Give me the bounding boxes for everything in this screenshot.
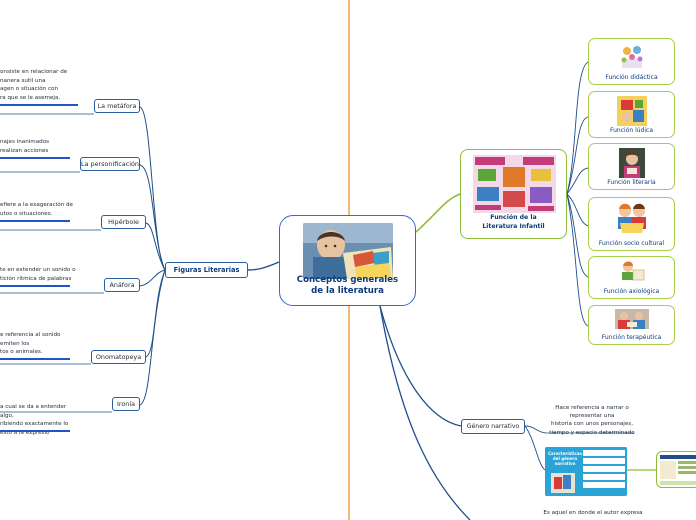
- genero-subnode-image[interactable]: [656, 451, 696, 488]
- desc-underline: [0, 430, 70, 432]
- link-ludica: [566, 116, 589, 195]
- link-metafora: [139, 106, 166, 271]
- link-genero-desc: [524, 425, 547, 434]
- genero-next-desc: Es aquel en donde el autor expresa: [543, 510, 643, 516]
- link-anafora: [139, 269, 166, 287]
- funcion-infographic-image: [473, 155, 556, 213]
- literaria-image: [618, 148, 645, 178]
- axiologica-image: [619, 260, 645, 282]
- desc-underline: [0, 285, 70, 287]
- link-center-funcion: [415, 193, 461, 233]
- literaria-label: Función literaria: [607, 179, 656, 186]
- sociocultural-image: [614, 201, 650, 235]
- sociocultural-label: Función socio cultural: [598, 240, 665, 247]
- desc-underline: [0, 358, 70, 360]
- node-onomatopeya[interactable]: Onomatopeya: [91, 350, 146, 364]
- child-reading-photo: [303, 223, 393, 279]
- link-center-figuras: [247, 261, 280, 271]
- desc-metafora: onsiste en relacionar de nanera sutil un…: [0, 69, 68, 101]
- desc-underline: [0, 104, 78, 106]
- node-ironia[interactable]: Ironía: [112, 397, 140, 411]
- link-center-genero: [379, 305, 462, 427]
- central-topic[interactable]: Conceptos generales de la literatura: [279, 215, 416, 306]
- node-funcion-sociocultural[interactable]: Función socio cultural: [588, 197, 675, 251]
- link-sociocultural: [566, 193, 589, 227]
- genero-narrativo-desc: Hace referencia a narrar o representar u…: [549, 405, 635, 436]
- link-axiologica: [566, 193, 589, 278]
- didactica-image: [618, 43, 646, 71]
- link-terapeutica: [566, 193, 589, 327]
- link-hiperbole: [145, 222, 166, 271]
- node-funcion-literatura[interactable]: Función de la Literatura Infantil: [460, 149, 567, 239]
- desc-ironia: a cual se da a entender algo, ribiendo e…: [0, 404, 69, 436]
- node-funcion-ludica[interactable]: Función lúdica: [588, 91, 675, 138]
- node-metafora[interactable]: La metáfora: [94, 99, 140, 113]
- ludica-label: Función lúdica: [610, 127, 653, 134]
- node-personificacion[interactable]: La personificación: [80, 157, 140, 171]
- desc-hiperbole: efiere a la exageración de utos o situac…: [0, 202, 73, 217]
- node-anafora[interactable]: Anáfora: [104, 278, 140, 292]
- node-funcion-axiologica[interactable]: Función axiológica: [588, 256, 675, 299]
- desc-underline: [0, 157, 70, 159]
- node-genero-narrativo[interactable]: Género narrativo: [461, 419, 525, 434]
- axiologica-label: Función axiológica: [603, 288, 660, 295]
- link-personificacion: [139, 164, 166, 271]
- didactica-label: Función didáctica: [605, 74, 658, 81]
- terapeutica-image: [614, 309, 649, 329]
- ludica-image: [616, 96, 647, 126]
- desc-personificacion: najes inanimados realizan acciones: [0, 139, 50, 154]
- link-didactica: [566, 61, 589, 195]
- funcion-title: Función de la Literatura Infantil: [482, 214, 545, 230]
- terapeutica-label: Función terapéutica: [601, 334, 662, 341]
- desc-underline: [0, 220, 70, 222]
- central-title: Conceptos generales de la literatura: [296, 275, 399, 296]
- node-funcion-terapeutica[interactable]: Función terapéutica: [588, 305, 675, 345]
- link-ironia: [139, 269, 166, 406]
- desc-anafora: te en extender un sonido o tición rítmic…: [0, 267, 76, 282]
- desc-onomatopeya: e referencia al sonido emiten los tos o …: [0, 332, 61, 356]
- node-funcion-didactica[interactable]: Función didáctica: [588, 38, 675, 85]
- link-literaria: [566, 167, 589, 195]
- node-funcion-literaria[interactable]: Función literaria: [588, 143, 675, 190]
- node-hiperbole[interactable]: Hipérbole: [101, 215, 146, 229]
- node-figuras-literarias[interactable]: Figuras Literarias: [165, 262, 248, 278]
- genero-image-title: Características del género narrativo: [548, 451, 582, 466]
- genero-infographic-image: Características del género narrativo: [545, 447, 627, 496]
